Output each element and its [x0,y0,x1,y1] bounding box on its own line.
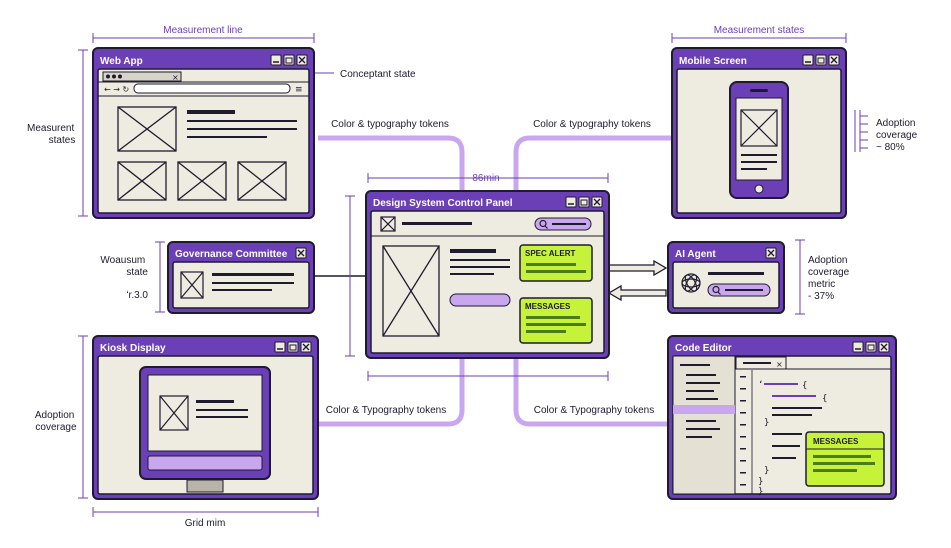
mobile-home-button[interactable] [754,184,764,194]
governance-title: Governance Committee [175,249,288,260]
browser-tab-close-icon[interactable]: × [172,73,179,82]
messages-panel-label: MESSAGES [525,302,571,311]
messages-editor-label: MESSAGES [813,437,859,446]
arrows-panel-ai [607,259,668,302]
code-brace-4: } [764,466,769,476]
connector-label-bottom-right: Color & Typography tokens [534,405,654,416]
window-mobile-screen: Mobile Screen [671,47,847,219]
connector-label-top-left: Color & typography tokens [331,119,449,130]
connector-editor-to-panel [513,358,668,427]
annotation-grid-mim: Grid mim [185,518,226,529]
mobile-screen-controls[interactable] [802,54,840,66]
ai-agent-close-icon[interactable] [765,247,777,259]
messages-chip-panel: MESSAGES [519,297,593,344]
arrow-to-control-panel [607,284,667,302]
svg-text:ʻ: ʻ [758,380,763,390]
browser-address-bar[interactable] [133,83,291,94]
search-icon [539,219,547,228]
ai-agent-knot-icon [681,273,701,293]
file-tree-selected-item[interactable] [673,405,735,414]
window-kiosk-display: Kiosk Display [92,335,319,500]
web-app-controls[interactable] [270,54,308,66]
code-tab-close-icon[interactable]: × [776,360,783,369]
window-governance-committee: Governance Committee [167,241,315,314]
code-editor-file-tree [672,355,736,495]
annotation-version: ʻr.3.0 [126,289,148,301]
code-brace-6: } [758,487,763,497]
window-code-editor: Code Editor × [667,335,897,500]
ai-agent-title: AI Agent [675,249,716,260]
annotation-center-dim: 86min [472,173,499,184]
kiosk-action-bar[interactable] [147,455,263,471]
code-editor-title: Code Editor [675,343,732,354]
connector-mobile-to-panel [513,135,672,193]
annotation-woausum-state: Woausum state [100,255,148,278]
window-ai-agent: AI Agent [667,241,785,314]
connector-web-to-panel [318,135,465,193]
code-lines: ʻ { { } } } } [758,380,827,497]
mobile-screen-title: Mobile Screen [679,56,747,67]
code-brace-5: } [758,477,763,487]
control-panel-image-placeholder [382,245,440,337]
messages-chip-editor: MESSAGES [805,431,885,487]
annotation-conceptant-state: Conceptant state [340,69,416,80]
annotation-measurement-line: Measurement line [163,25,243,36]
window-control-panel: Design System Control Panel SPEC ALERT [365,190,610,359]
annotation-measurement-states: Measurement states [714,25,805,36]
annotation-adoption-metric-37: Adoption coverage metric - 37% [808,255,852,302]
window-web-app: Web App × ← → ↻ ≡ [92,47,315,219]
measurement-lines [78,33,868,517]
kiosk-title: Kiosk Display [100,343,166,354]
control-panel-controls[interactable] [565,196,603,208]
control-panel-action-pill[interactable] [449,293,511,307]
web-app-image-placeholder [117,106,177,152]
annotation-adoption-coverage-80: Adoption coverage ~ 80% [876,118,920,153]
code-brace-2: { [822,394,827,404]
connectors [318,135,672,427]
kiosk-stand [186,479,224,493]
browser-menu-icon[interactable]: ≡ [295,85,303,95]
annotation-measurent-states: Measurent states [27,123,77,146]
code-brace-3: } [764,418,769,428]
annotation-adoption-coverage: Adoption coverage [35,410,77,433]
arrow-to-ai-agent [608,259,668,277]
kiosk-controls[interactable] [274,341,312,353]
spec-alert-label: SPEC ALERT [525,249,575,258]
browser-nav-icons[interactable]: ← → ↻ [104,85,129,94]
spec-alert-chip: SPEC ALERT [519,244,593,282]
code-editor-controls[interactable] [852,341,890,353]
web-app-title: Web App [100,56,143,67]
governance-close-icon[interactable] [295,247,307,259]
web-app-browser-tab[interactable] [102,71,182,82]
ai-search-icon [712,285,720,294]
web-app-card-row [117,161,287,201]
connector-label-bottom-left: Color & Typography tokens [326,405,446,416]
connector-label-top-right: Color & typography tokens [533,119,651,130]
connector-kiosk-to-panel [318,358,465,427]
code-brace-1: { [802,381,807,391]
control-panel-title: Design System Control Panel [373,198,513,209]
